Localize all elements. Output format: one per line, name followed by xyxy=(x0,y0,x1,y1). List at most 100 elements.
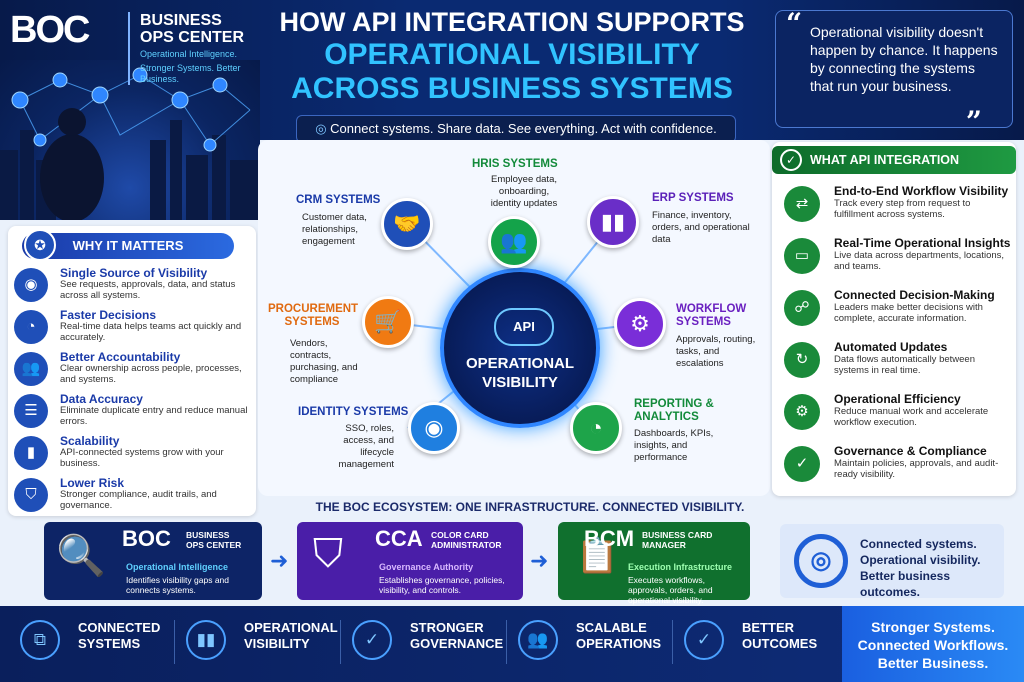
why-item-title: Single Source of Visibility xyxy=(60,266,208,280)
bar-chart-icon: ▮ xyxy=(14,436,48,470)
cca-card-sub: Governance Authority xyxy=(379,562,474,572)
gauge-icon: ◔ xyxy=(14,310,48,344)
boc-card-mark: BOC xyxy=(122,526,171,551)
enables-item-title: Automated Updates xyxy=(834,340,948,354)
bar-chart-icon: ▮▮ xyxy=(587,196,639,248)
refresh-icon: ↻ xyxy=(784,342,820,378)
why-item-desc: Clear ownership across people, processes… xyxy=(60,363,242,385)
quote-text: Operational visibility doesn't happen by… xyxy=(810,24,998,94)
target-icon: ◎ xyxy=(315,121,331,136)
boc-card-sub: Operational Intelligence xyxy=(126,562,229,572)
why-item-desc: Eliminate duplicate entry and reduce man… xyxy=(60,405,248,427)
footer-divider xyxy=(672,620,673,664)
check-circle-icon: ✓ xyxy=(684,620,724,660)
footer-divider xyxy=(174,620,175,664)
page-title: HOW API INTEGRATION SUPPORTS OPERATIONAL… xyxy=(262,6,762,106)
cart-icon: 🛒 xyxy=(362,296,414,348)
api-cloud-icon: API xyxy=(494,308,554,346)
pie-chart-icon: ◔ xyxy=(570,402,622,454)
workflow-desc: Approvals, routing, tasks, and escalatio… xyxy=(676,334,756,369)
enables-item-title: End-to-End Workflow Visibility xyxy=(834,184,1009,198)
enables-item-desc: Leaders make better decisions with compl… xyxy=(834,302,983,324)
title-line-1: HOW API INTEGRATION SUPPORTS xyxy=(279,7,745,37)
shield-icon: ⛉ xyxy=(14,478,48,512)
bar-chart-icon: ▮▮ xyxy=(186,620,226,660)
people-icon: 👥 xyxy=(14,352,48,386)
proc-desc: Vendors, contracts, purchasing, and comp… xyxy=(290,338,358,385)
people-icon: 👥 xyxy=(518,620,558,660)
bcm-card-sub: Execution Infrastructure xyxy=(628,562,733,572)
bcm-card-desc: Executes workflows, approvals, orders, a… xyxy=(628,575,713,605)
network-people-icon: ☍ xyxy=(784,290,820,326)
open-quote-icon: “ xyxy=(786,7,803,40)
logo-tag-1: Operational Intelligence. xyxy=(140,49,238,59)
enables-item-desc: Reduce manual work and accelerate workfl… xyxy=(834,406,989,428)
tagline: ◎ Connect systems. Share data. See every… xyxy=(296,115,736,143)
hub-label-1: OPERATIONAL xyxy=(465,355,575,372)
enables-item-desc: Data flows automatically between systems… xyxy=(834,354,975,376)
shield-check-icon: ✓ xyxy=(784,446,820,482)
outcome-1: Connected systems. xyxy=(860,537,977,551)
why-item-desc: See requests, approvals, data, and statu… xyxy=(60,279,236,301)
why-item-title: Data Accuracy xyxy=(60,392,143,406)
arrow-right-icon: ➜ xyxy=(270,548,289,573)
cca-card-desc: Establishes governance, policies, visibi… xyxy=(379,575,505,595)
enables-item-title: Governance & Compliance xyxy=(834,444,987,458)
slogan-1: Stronger Systems. xyxy=(871,619,995,635)
hub-label-2: VISIBILITY xyxy=(482,374,558,391)
flow-icon: ⇄ xyxy=(784,186,820,222)
hris-title: HRIS SYSTEMS xyxy=(472,158,558,170)
title-line-3: ACROSS BUSINESS SYSTEMS xyxy=(291,72,733,105)
enables-item-title: Connected Decision-Making xyxy=(834,288,995,302)
why-item-desc: Real-time data helps teams act quickly a… xyxy=(60,321,242,343)
enables-item-desc: Track every step from request to fulfill… xyxy=(834,198,971,220)
identity-title: IDENTITY SYSTEMS xyxy=(298,406,409,418)
footer-divider xyxy=(340,620,341,664)
people-icon: 👥 xyxy=(488,216,540,268)
erp-title: ERP SYSTEMS xyxy=(652,192,734,204)
why-item-title: Faster Decisions xyxy=(60,308,157,322)
enables-item-title: Operational Efficiency xyxy=(834,392,961,406)
enables-item-desc: Maintain policies, approvals, and audit-… xyxy=(834,458,999,480)
title-line-2: OPERATIONAL VISIBILITY xyxy=(324,38,700,71)
check-circle-icon: ✓ xyxy=(780,149,802,171)
api-hub: API OPERATIONAL VISIBILITY xyxy=(440,268,600,428)
cca-card-mark: CCA xyxy=(375,526,423,551)
hris-desc: Employee data, onboarding, identity upda… xyxy=(490,174,558,209)
crm-desc: Customer data, relationships, engagement xyxy=(302,212,367,247)
handshake-icon: 🤝 xyxy=(381,198,433,250)
logo-name-2: OPS CENTER xyxy=(140,29,245,46)
gear-icon: ⚙ xyxy=(614,298,666,350)
clipboard-icon: 📋 xyxy=(576,537,619,575)
target-icon: ◎ xyxy=(794,534,848,588)
identity-desc: SSO, roles, access, and lifecycle manage… xyxy=(338,423,394,470)
monitor-chart-icon: ▭ xyxy=(784,238,820,274)
database-icon: ☰ xyxy=(14,394,48,428)
close-quote-icon: ” xyxy=(965,105,982,138)
logo-name-1: BUSINESS xyxy=(140,12,222,29)
erp-desc: Finance, inventory, orders, and operatio… xyxy=(652,210,750,245)
footer-slogan: Stronger Systems. Connected Workflows. B… xyxy=(842,606,1024,682)
footer-divider xyxy=(506,620,507,664)
eye-icon: ◉ xyxy=(14,268,48,302)
enables-item-title: Real-Time Operational Insights xyxy=(834,236,1011,250)
reporting-title: REPORTING &ANALYTICS xyxy=(634,398,714,423)
enables-heading: WHAT API INTEGRATION ENABLES xyxy=(772,146,1016,195)
fingerprint-icon: ◉ xyxy=(408,402,460,454)
why-item-desc: API-connected systems grow with your bus… xyxy=(60,447,224,469)
